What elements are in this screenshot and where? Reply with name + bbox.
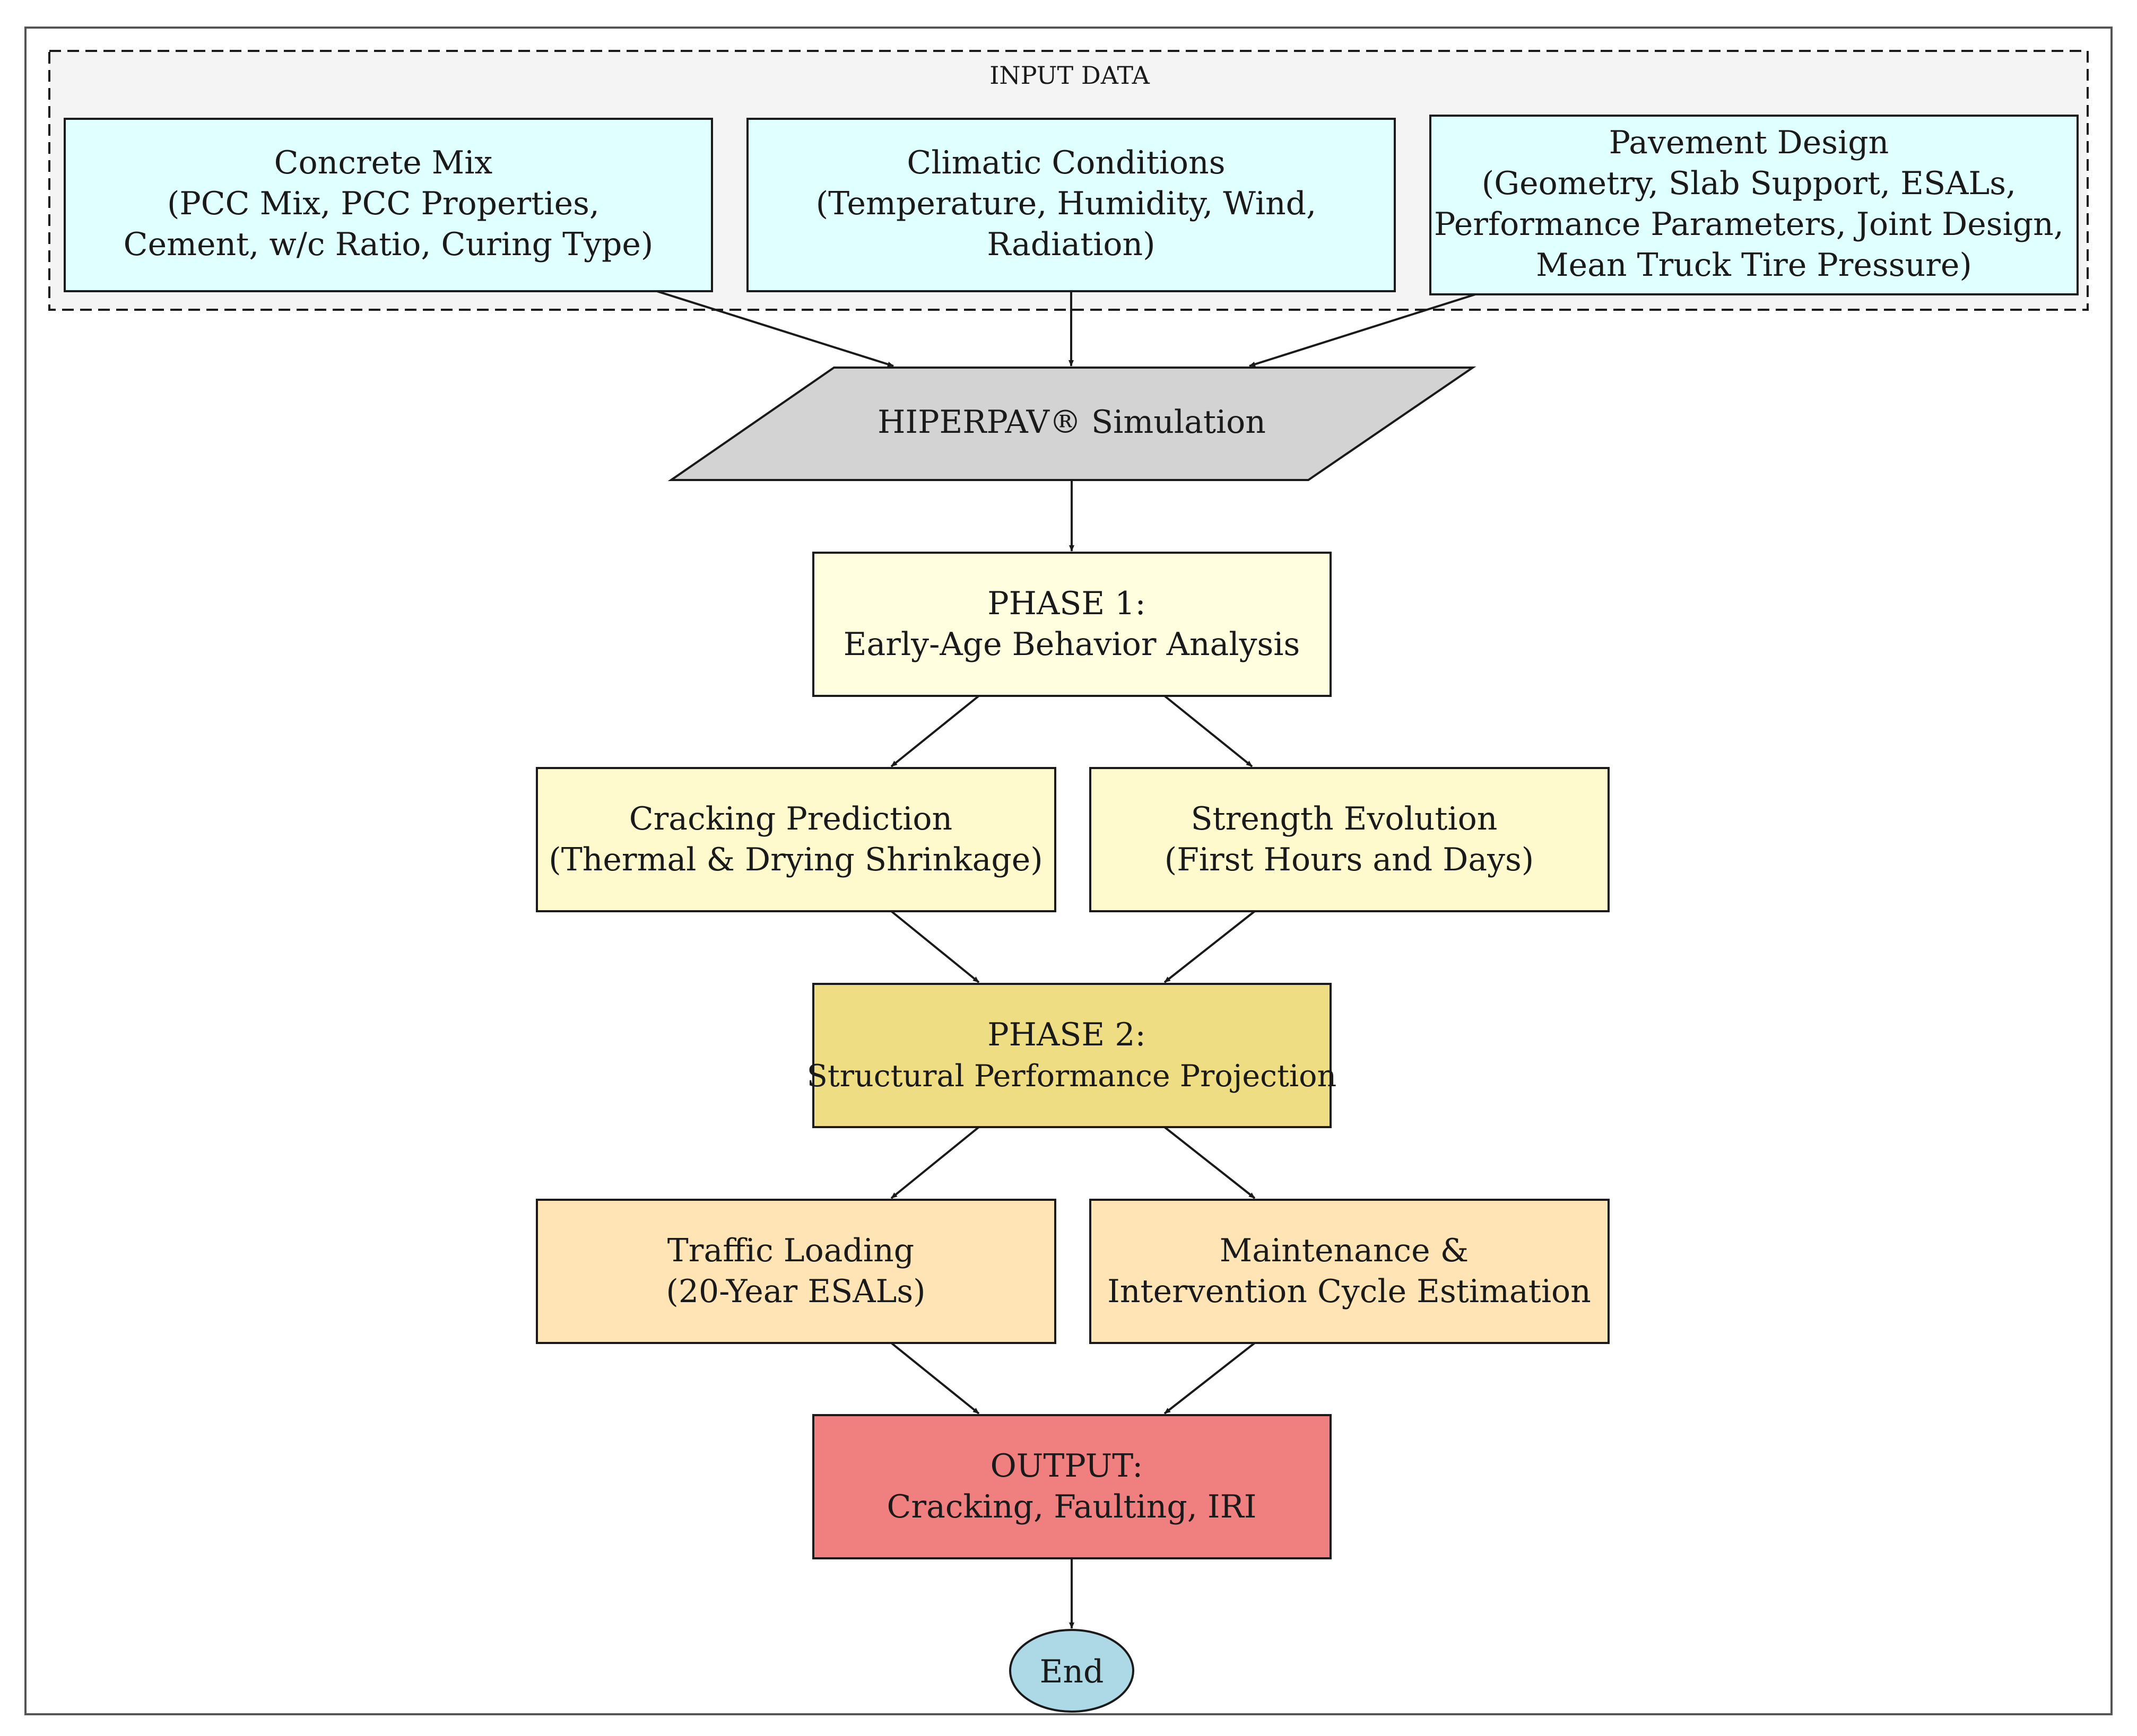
climatic-conditions-box xyxy=(746,118,1396,292)
cracking-prediction-line-1: Cracking Prediction xyxy=(629,800,952,838)
end-label: End xyxy=(1040,1653,1104,1690)
concrete-mix-line-1: Concrete Mix xyxy=(274,144,493,181)
pavement-design-box xyxy=(1429,115,2079,295)
end-ellipse xyxy=(1009,1629,1134,1713)
edge-cracking-to-phase2 xyxy=(890,910,980,983)
traffic-loading-node: Traffic Loading (20-Year ESALs) xyxy=(536,1199,1056,1344)
strength-evolution-node: Strength Evolution (First Hours and Days… xyxy=(1089,767,1610,912)
edge-phase1-to-cracking xyxy=(890,695,980,767)
edge-maintenance-to-output xyxy=(1163,1342,1256,1415)
strength-evolution-box xyxy=(1089,767,1610,912)
traffic-loading-line-1: Traffic Loading xyxy=(667,1232,914,1269)
phase-1-label: PHASE 1: Early-Age Behavior Analysis xyxy=(844,585,1300,663)
hiperpav-simulation-node: HIPERPAV® Simulation xyxy=(667,367,1476,481)
phase-2-box xyxy=(812,983,1332,1128)
phase-2-line-2: Structural Performance Projection xyxy=(807,1059,1336,1094)
output-line-2: Cracking, Faulting, IRI xyxy=(887,1488,1257,1525)
maintenance-label: Maintenance & Intervention Cycle Estimat… xyxy=(1107,1232,1591,1310)
concrete-mix-box xyxy=(64,118,713,292)
phase-1-box xyxy=(812,552,1332,697)
traffic-loading-line-2: (20-Year ESALs) xyxy=(666,1273,925,1310)
output-node: OUTPUT: Cracking, Faulting, IRI xyxy=(812,1414,1332,1559)
traffic-loading-label: Traffic Loading (20-Year ESALs) xyxy=(666,1232,925,1310)
phase-1-node: PHASE 1: Early-Age Behavior Analysis xyxy=(812,552,1332,697)
concrete-mix-line-3: Cement, w/c Ratio, Curing Type) xyxy=(124,226,654,263)
edge-traffic-to-output xyxy=(890,1342,980,1415)
pavement-design-line-4: Mean Truck Tire Pressure) xyxy=(1536,247,1972,284)
cracking-prediction-box xyxy=(536,767,1056,912)
output-label: OUTPUT: Cracking, Faulting, IRI xyxy=(887,1447,1257,1525)
climatic-conditions-line-1: Climatic Conditions xyxy=(907,144,1225,181)
pavement-design-line-1: Pavement Design xyxy=(1609,124,1889,161)
cracking-prediction-label: Cracking Prediction (Thermal & Drying Sh… xyxy=(549,800,1043,878)
phase-2-line-1: PHASE 2: xyxy=(987,1016,1145,1053)
climatic-conditions-line-2: (Temperature, Humidity, Wind, xyxy=(816,185,1316,222)
concrete-mix-line-2: (PCC Mix, PCC Properties, xyxy=(167,185,600,222)
climatic-conditions-line-3: Radiation) xyxy=(987,226,1155,263)
strength-evolution-line-1: Strength Evolution xyxy=(1191,800,1497,838)
end-node: End xyxy=(1009,1629,1134,1713)
phase-1-line-1: PHASE 1: xyxy=(987,585,1145,622)
maintenance-box xyxy=(1089,1199,1610,1344)
hiperpav-simulation-label: HIPERPAV® Simulation xyxy=(878,404,1266,441)
edge-concrete-to-simulation xyxy=(656,290,894,367)
edge-strength-to-phase2 xyxy=(1163,910,1256,983)
climatic-conditions-node: Climatic Conditions (Temperature, Humidi… xyxy=(746,118,1396,292)
cracking-prediction-node: Cracking Prediction (Thermal & Drying Sh… xyxy=(536,767,1056,912)
phase-2-label: PHASE 2: Structural Performance Projecti… xyxy=(807,1016,1336,1094)
cracking-prediction-line-2: (Thermal & Drying Shrinkage) xyxy=(549,841,1043,878)
hiperpav-simulation-shape xyxy=(667,367,1476,481)
edge-phase1-to-strength xyxy=(1163,695,1253,767)
pavement-design-line-2: (Geometry, Slab Support, ESALs, xyxy=(1482,165,2016,202)
input-data-title: INPUT DATA xyxy=(989,61,1150,90)
phase-1-line-2: Early-Age Behavior Analysis xyxy=(844,626,1300,663)
edge-phase2-to-traffic xyxy=(890,1126,980,1199)
traffic-loading-box xyxy=(536,1199,1056,1344)
output-box xyxy=(812,1414,1332,1559)
edge-pavement-to-simulation xyxy=(1249,293,1476,367)
strength-evolution-line-2: (First Hours and Days) xyxy=(1165,841,1534,878)
output-line-1: OUTPUT: xyxy=(991,1447,1143,1485)
edges xyxy=(656,290,1476,1629)
strength-evolution-label: Strength Evolution (First Hours and Days… xyxy=(1165,800,1534,878)
concrete-mix-label: Concrete Mix (PCC Mix, PCC Properties, C… xyxy=(124,144,654,263)
pavement-design-node: Pavement Design (Geometry, Slab Support,… xyxy=(1429,115,2079,295)
pavement-design-label: Pavement Design (Geometry, Slab Support,… xyxy=(1434,124,2074,284)
edge-phase2-to-maintenance xyxy=(1163,1126,1256,1199)
climatic-conditions-label: Climatic Conditions (Temperature, Humidi… xyxy=(816,144,1326,263)
maintenance-line-2: Intervention Cycle Estimation xyxy=(1107,1273,1591,1310)
maintenance-line-1: Maintenance & xyxy=(1220,1232,1469,1269)
phase-2-node: PHASE 2: Structural Performance Projecti… xyxy=(807,983,1336,1128)
pavement-design-line-3: Performance Parameters, Joint Design, xyxy=(1434,206,2064,243)
concrete-mix-node: Concrete Mix (PCC Mix, PCC Properties, C… xyxy=(64,118,713,292)
maintenance-node: Maintenance & Intervention Cycle Estimat… xyxy=(1089,1199,1610,1344)
